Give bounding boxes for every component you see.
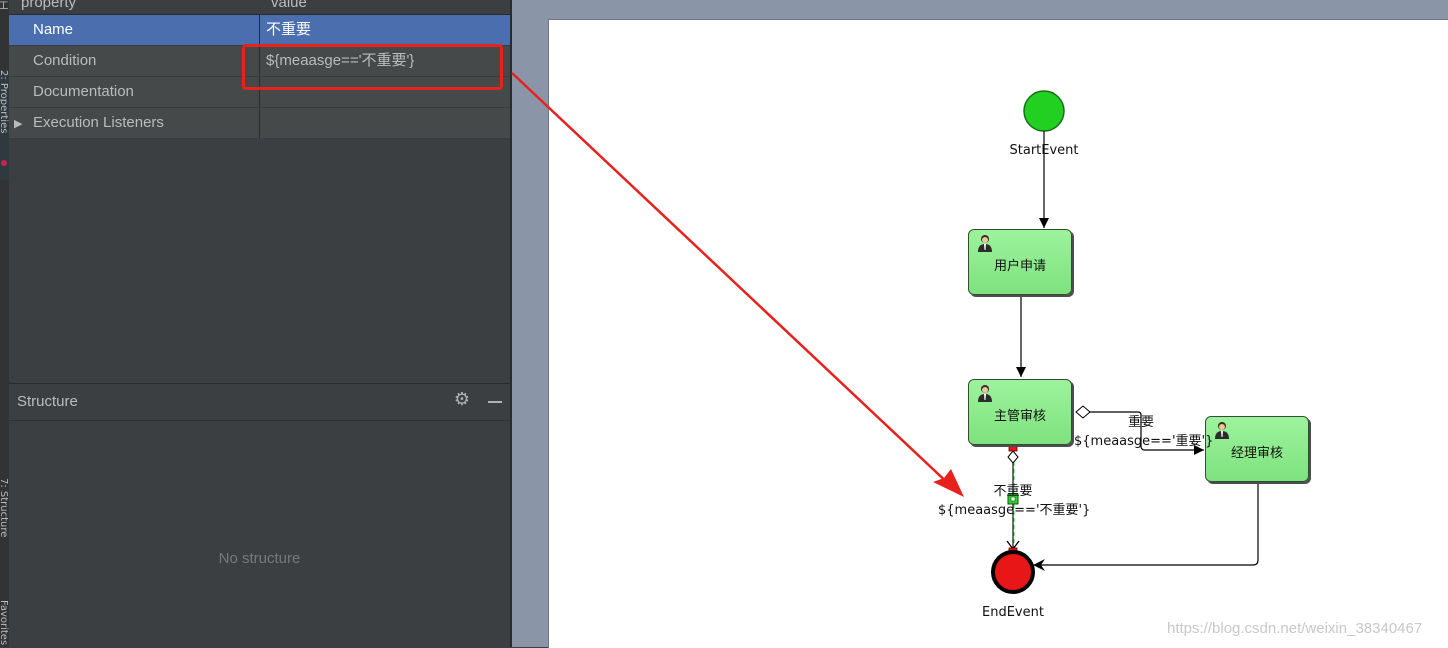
edge-midpoint-handle-inner (1010, 496, 1016, 502)
property-key: Name (33, 21, 74, 38)
panel-splitter[interactable] (510, 0, 512, 647)
structure-header: Structure ⚙ (9, 384, 510, 421)
strip-marker (1, 160, 7, 166)
watermark: https://blog.csdn.net/weixin_38340467 (1167, 620, 1423, 637)
property-value-condition[interactable]: ${meaasge=='不重要'} (266, 52, 415, 69)
user-icon (1215, 422, 1229, 439)
property-row-condition[interactable]: Condition ${meaasge=='不重要'} (9, 46, 510, 77)
user-icon (978, 385, 992, 402)
bpmn-canvas[interactable] (548, 19, 1448, 648)
user-icon (978, 235, 992, 252)
property-row-name[interactable]: Name 不重要 (9, 15, 510, 46)
properties-panel: property value Name 不重要 Condition ${meaa… (9, 0, 510, 382)
conditional-diamond-icon (1007, 450, 1019, 464)
minimize-icon[interactable] (486, 391, 504, 409)
property-value-name[interactable]: 不重要 (266, 21, 312, 38)
start-event-circle[interactable] (1023, 90, 1065, 132)
task-user-apply[interactable]: 用户申请 (968, 229, 1072, 295)
end-event-label: EndEvent (982, 605, 1044, 620)
annotation-arrowhead (933, 469, 964, 497)
task-manager-review[interactable]: 经理审核 (1205, 416, 1309, 482)
flow-important-name: 重要 (1127, 415, 1154, 430)
structure-title: Structure (17, 393, 78, 410)
property-key: Documentation (33, 83, 134, 100)
gear-icon[interactable]: ⚙ (453, 389, 471, 410)
task-label: 用户申请 (993, 259, 1046, 274)
task-label: 主管审核 (993, 409, 1046, 424)
flow-not-important-name: 不重要 (993, 484, 1033, 499)
property-row-documentation[interactable]: Documentation (9, 77, 510, 108)
flow-important[interactable] (1090, 411, 1204, 455)
column-divider (259, 77, 260, 107)
column-divider (259, 15, 260, 45)
property-column-header: property (21, 0, 77, 11)
properties-header: property value (9, 0, 510, 15)
structure-empty-text: No structure (218, 550, 301, 567)
strip-tab-properties[interactable]: 2: Properties (0, 70, 9, 180)
task-label: 经理审核 (1230, 446, 1283, 461)
structure-panel: Structure ⚙ No structure (9, 383, 510, 648)
task-supervisor-review[interactable]: 主管审核 (968, 379, 1072, 445)
annotation-highlight-box (242, 44, 503, 90)
annotation-arrow (511, 72, 953, 488)
strip-tab-favorites[interactable]: Favorites (0, 600, 9, 646)
strip-tab-structure[interactable]: 7: Structure (0, 478, 9, 538)
end-event-circle[interactable] (991, 550, 1035, 594)
value-column-header: value (271, 0, 307, 11)
flow-manager-to-end[interactable] (1033, 484, 1259, 571)
property-row-execution-listeners[interactable]: ▶ Execution Listeners (9, 108, 510, 139)
expand-arrow-icon[interactable]: ▶ (14, 117, 23, 130)
property-key: Condition (33, 52, 97, 69)
start-event-label: StartEvent (1009, 143, 1079, 158)
column-divider (259, 108, 260, 138)
flow-important-condition: ${meaasge=='重要'} (1074, 434, 1214, 449)
property-key: Execution Listeners (33, 114, 164, 131)
column-divider (259, 46, 260, 76)
strip-tab-top[interactable]: 工 (0, 0, 7, 10)
flow-not-important-condition: ${meaasge=='不重要'} (938, 503, 1091, 518)
conditional-diamond-icon (1075, 405, 1091, 419)
